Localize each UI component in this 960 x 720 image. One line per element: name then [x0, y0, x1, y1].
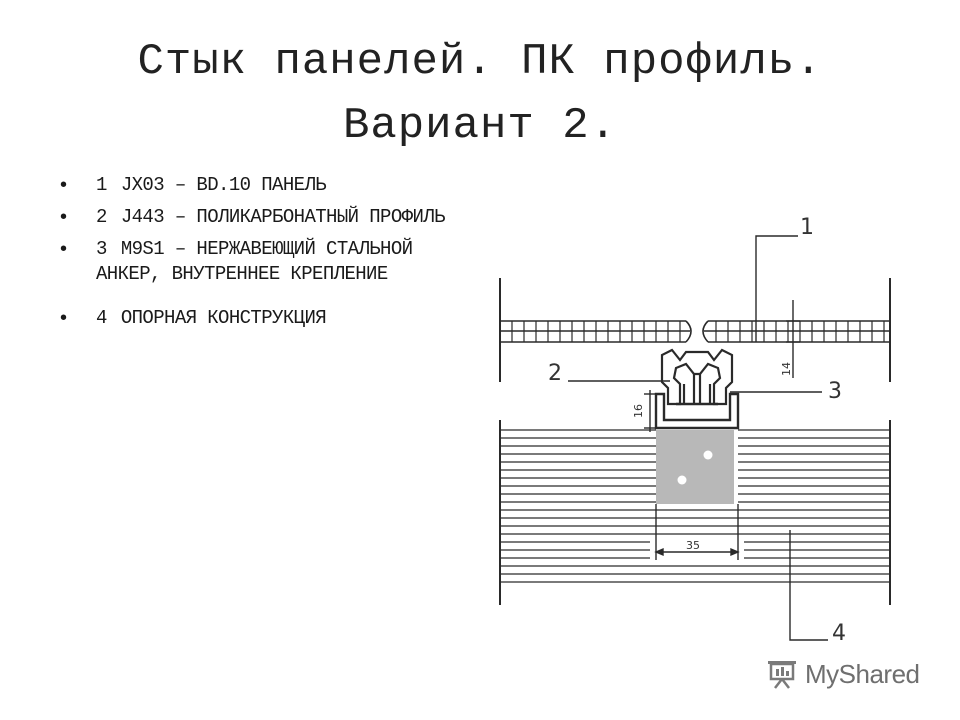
item-number: 1 [96, 174, 107, 196]
list-item: 2 J443 – ПОЛИКАРБОНАТНЫЙ ПРОФИЛЬ [58, 205, 478, 230]
callout-1: 1 [800, 215, 814, 240]
slide-title: Стык панелей. ПК профиль. Вариант 2. [60, 30, 900, 158]
dimension-label-16: 16 [632, 404, 645, 418]
callout-4: 4 [832, 621, 846, 646]
polycarbonate-profile [660, 348, 734, 406]
fastener-hole [677, 475, 687, 485]
dimension-label-35: 35 [686, 539, 700, 552]
item-text: J443 – ПОЛИКАРБОНАТНЫЙ ПРОФИЛЬ [120, 206, 446, 228]
presentation-board-icon [768, 661, 796, 689]
component-list: 1 JX03 – BD.10 ПАНЕЛЬ 2 J443 – ПОЛИКАРБОНА… [58, 173, 478, 338]
title-line-2: Вариант 2. [342, 101, 618, 151]
watermark: MyShared [765, 656, 920, 692]
title-line-1: Стык панелей. ПК профиль. [137, 37, 823, 87]
item-text: JX03 – BD.10 ПАНЕЛЬ [120, 174, 327, 196]
left-panel-ribs [511, 321, 681, 342]
callout-3: 3 [828, 379, 842, 404]
list-item: 4 ОПОРНАЯ КОНСТРУКЦИЯ [58, 306, 478, 331]
callout-2: 2 [548, 361, 562, 386]
right-panel [702, 320, 890, 343]
item-number: 3 [96, 238, 107, 260]
dimension-label-14: 14 [780, 362, 793, 376]
item-text: M9S1 – НЕРЖАВЕЮЩИЙ СТАЛЬНОЙ АНКЕР, ВНУТР… [96, 238, 413, 285]
fastener-hole [703, 450, 713, 460]
list-item: 1 JX03 – BD.10 ПАНЕЛЬ [58, 173, 478, 198]
anchor-plate [656, 430, 734, 504]
panel-joint-drawing: 1 2 3 4 35 16 14 [499, 215, 891, 646]
right-panel-ribs [715, 321, 885, 342]
item-number: 2 [96, 206, 107, 228]
steel-anchor [654, 392, 740, 430]
support-structure [500, 429, 890, 583]
left-panel [500, 320, 692, 343]
item-text: ОПОРНАЯ КОНСТРУКЦИЯ [120, 307, 327, 329]
leader-line-1 [755, 235, 798, 342]
leader-line-4 [789, 530, 828, 641]
item-number: 4 [96, 307, 107, 329]
watermark-text: MyShared [805, 658, 920, 689]
